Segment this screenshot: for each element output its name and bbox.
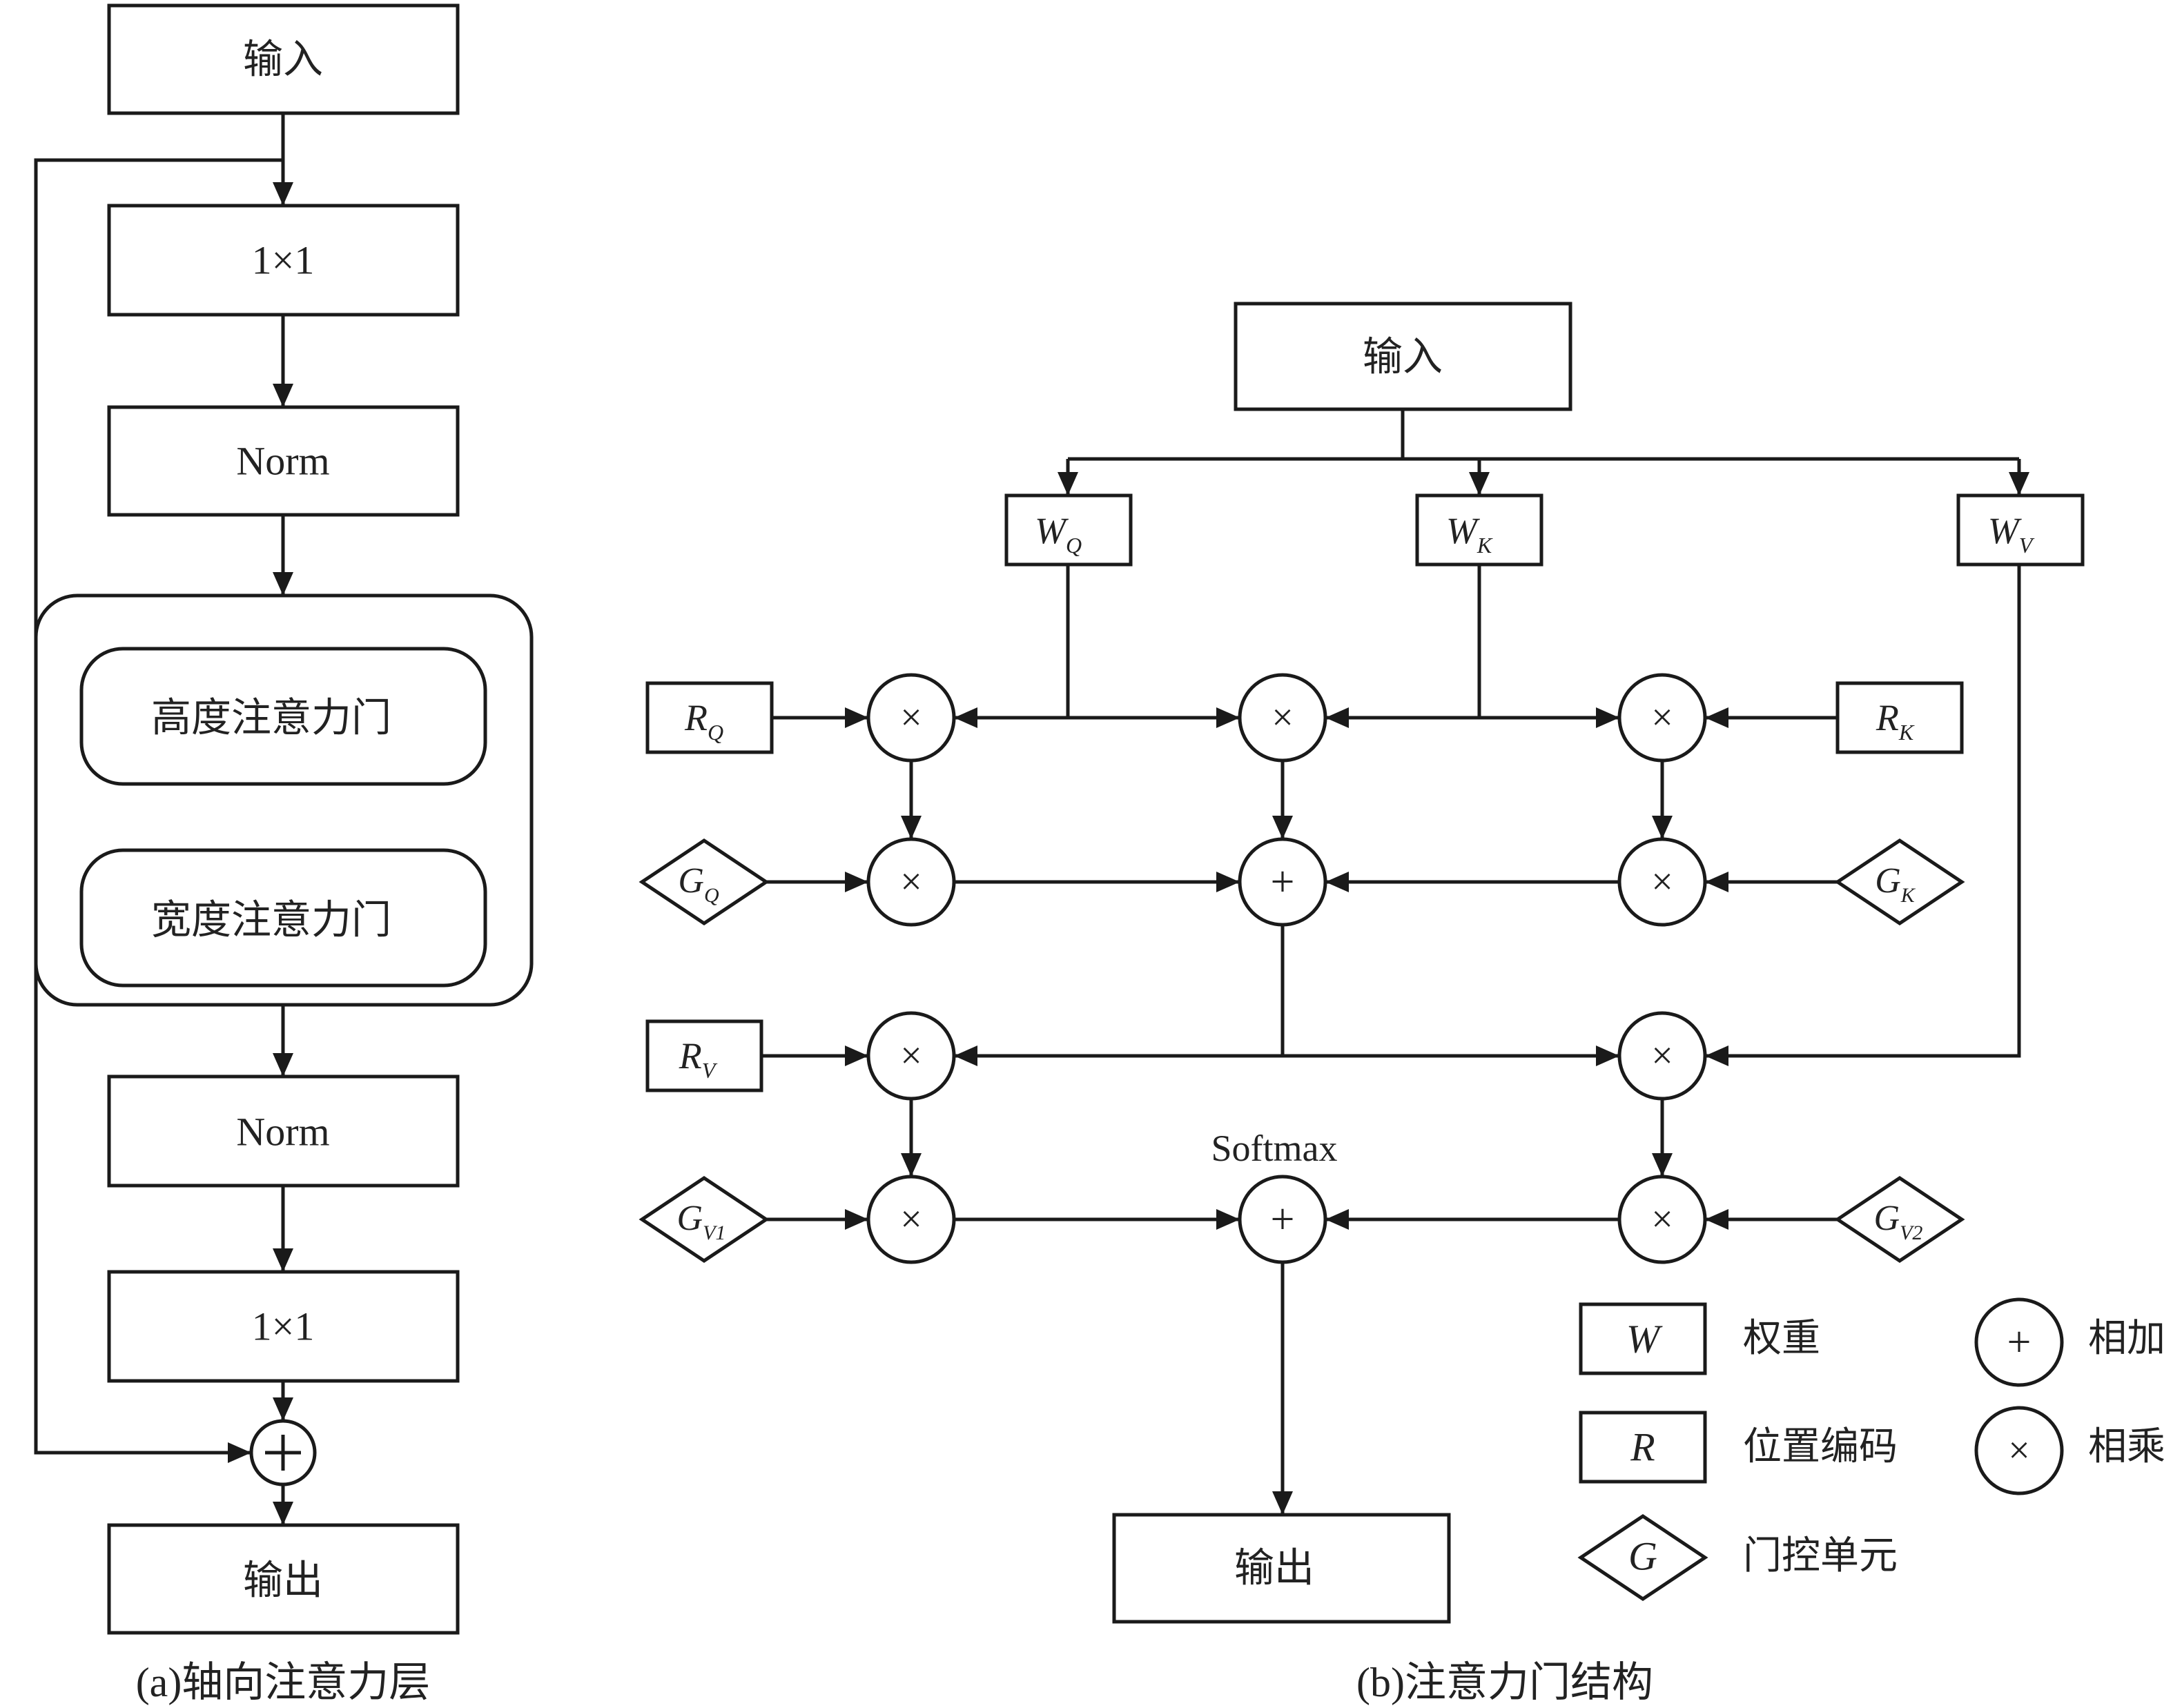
gv1-main: G <box>677 1199 703 1238</box>
wq-sub: Q <box>1066 533 1082 558</box>
a-width-gate-label: 宽度注意力门 <box>151 898 391 943</box>
b-sym-mul-gv1: × <box>900 1198 922 1241</box>
a-norm-top-label: Norm <box>236 439 329 484</box>
legend-g-label: 门控单元 <box>1743 1535 1898 1578</box>
wv-main: W <box>1988 510 2023 551</box>
panel-b-text: 输入 × × × × + × × × × + × Softmax 输出 (b)注… <box>900 335 2031 1706</box>
legend-add-label: 相加 <box>2088 1317 2165 1360</box>
legend-w-label: 权重 <box>1743 1317 1820 1360</box>
b-input-label: 输入 <box>1363 335 1443 380</box>
b-wv-stem <box>1705 565 2021 1066</box>
gk-sub: K <box>1900 884 1916 907</box>
gv2-sub: V2 <box>1900 1221 1922 1244</box>
gq-label: GQ <box>678 861 719 907</box>
b-gq-diamond <box>639 838 770 926</box>
panel-b-lines <box>639 302 2085 1624</box>
legend-g-symbol: G <box>1628 1534 1657 1579</box>
b-sym-mul-qk: × <box>1272 696 1294 739</box>
b-gv1-diamond <box>639 1175 770 1264</box>
gv2-label: GV2 <box>1874 1199 1923 1244</box>
a-output-label: 输出 <box>243 1558 323 1603</box>
gv1-sub: V1 <box>703 1221 725 1244</box>
wk-main: W <box>1446 510 1481 551</box>
a-gate-container <box>34 593 534 1007</box>
legend-w-symbol: W <box>1626 1317 1663 1362</box>
legend-w-box <box>1579 1302 1707 1375</box>
legend-g-diamond <box>1577 1513 1708 1602</box>
a-height-gate-box <box>79 647 487 786</box>
a-output-box <box>107 1523 460 1635</box>
wk-label: WK <box>1446 510 1493 558</box>
legend-labels: 权重 位置编码 门控单元 相加 相乘 <box>1743 1317 2165 1578</box>
legend-r-box <box>1579 1411 1707 1484</box>
wq-label: WQ <box>1035 510 1082 558</box>
legend-mul-label: 相乘 <box>2088 1426 2165 1469</box>
legend-add-circle <box>1974 1297 2064 1387</box>
rv-main: R <box>679 1035 702 1077</box>
gq-main: G <box>678 861 704 901</box>
rq-label: RQ <box>684 697 723 745</box>
rq-main: R <box>684 697 708 738</box>
b-sym-add-softmax: + <box>1271 1196 1295 1243</box>
legend-r-label: 位置编码 <box>1743 1426 1898 1469</box>
a-norm-bottom-label: Norm <box>236 1110 329 1155</box>
b-sym-mul-gk: × <box>1651 861 1673 903</box>
a-conv-top-label: 1×1 <box>252 238 315 283</box>
gv2-main: G <box>1874 1199 1900 1238</box>
a-caption: (a)轴向注意力层 <box>136 1660 431 1705</box>
a-conv-bottom-label: 1×1 <box>252 1304 315 1349</box>
b-sym-mul-v: × <box>900 1034 922 1077</box>
legend-mul-symbol: × <box>2008 1429 2030 1472</box>
wv-label: WV <box>1988 510 2035 558</box>
a-height-gate-label: 高度注意力门 <box>151 696 391 740</box>
a-residual-line <box>34 158 283 1463</box>
rk-sub: K <box>1898 720 1915 745</box>
gk-label: GK <box>1875 861 1916 907</box>
b-softmax-label: Softmax <box>1211 1128 1338 1169</box>
b-gv2-diamond <box>1834 1175 1965 1264</box>
b-output-box <box>1112 1513 1451 1624</box>
a-width-gate-box <box>79 848 487 988</box>
wk-sub: K <box>1477 533 1493 558</box>
wq-main: W <box>1035 510 1069 551</box>
legend-r-symbol: R <box>1630 1425 1655 1470</box>
wv-sub: V <box>2019 533 2035 558</box>
rv-sub: V <box>702 1058 718 1083</box>
gk-main: G <box>1875 861 1901 901</box>
b-sym-add-qk: + <box>1271 858 1295 905</box>
rk-label: RK <box>1876 697 1915 745</box>
b-output-label: 输出 <box>1234 1546 1314 1591</box>
rk-main: R <box>1876 697 1899 738</box>
b-sym-mul-q: × <box>900 696 922 739</box>
panel-a-text: 输入 1×1 Norm 高度注意力门 宽度注意力门 Norm 1×1 输出 (a… <box>136 37 431 1706</box>
b-gk-diamond <box>1834 838 1965 926</box>
legend-add-symbol: + <box>2007 1319 2032 1366</box>
gq-sub: Q <box>704 884 719 907</box>
gv1-label: GV1 <box>677 1199 726 1244</box>
b-sym-mul-gq: × <box>900 861 922 903</box>
panel-a <box>34 3 534 1635</box>
subscript-labels: WQ WK WV RQ RK RV GQ GK GV1 GV2 <box>677 510 2035 1244</box>
legend-mul-circle <box>1974 1406 2064 1495</box>
b-sym-mul-wv: × <box>1651 1034 1673 1077</box>
b-caption: (b)注意力门结构 <box>1356 1660 1653 1705</box>
b-sym-mul-gv2: × <box>1651 1198 1673 1241</box>
rq-sub: Q <box>708 720 723 745</box>
a-input-label: 输入 <box>243 37 323 82</box>
b-sym-mul-k: × <box>1651 696 1673 739</box>
rv-label: RV <box>679 1035 718 1083</box>
